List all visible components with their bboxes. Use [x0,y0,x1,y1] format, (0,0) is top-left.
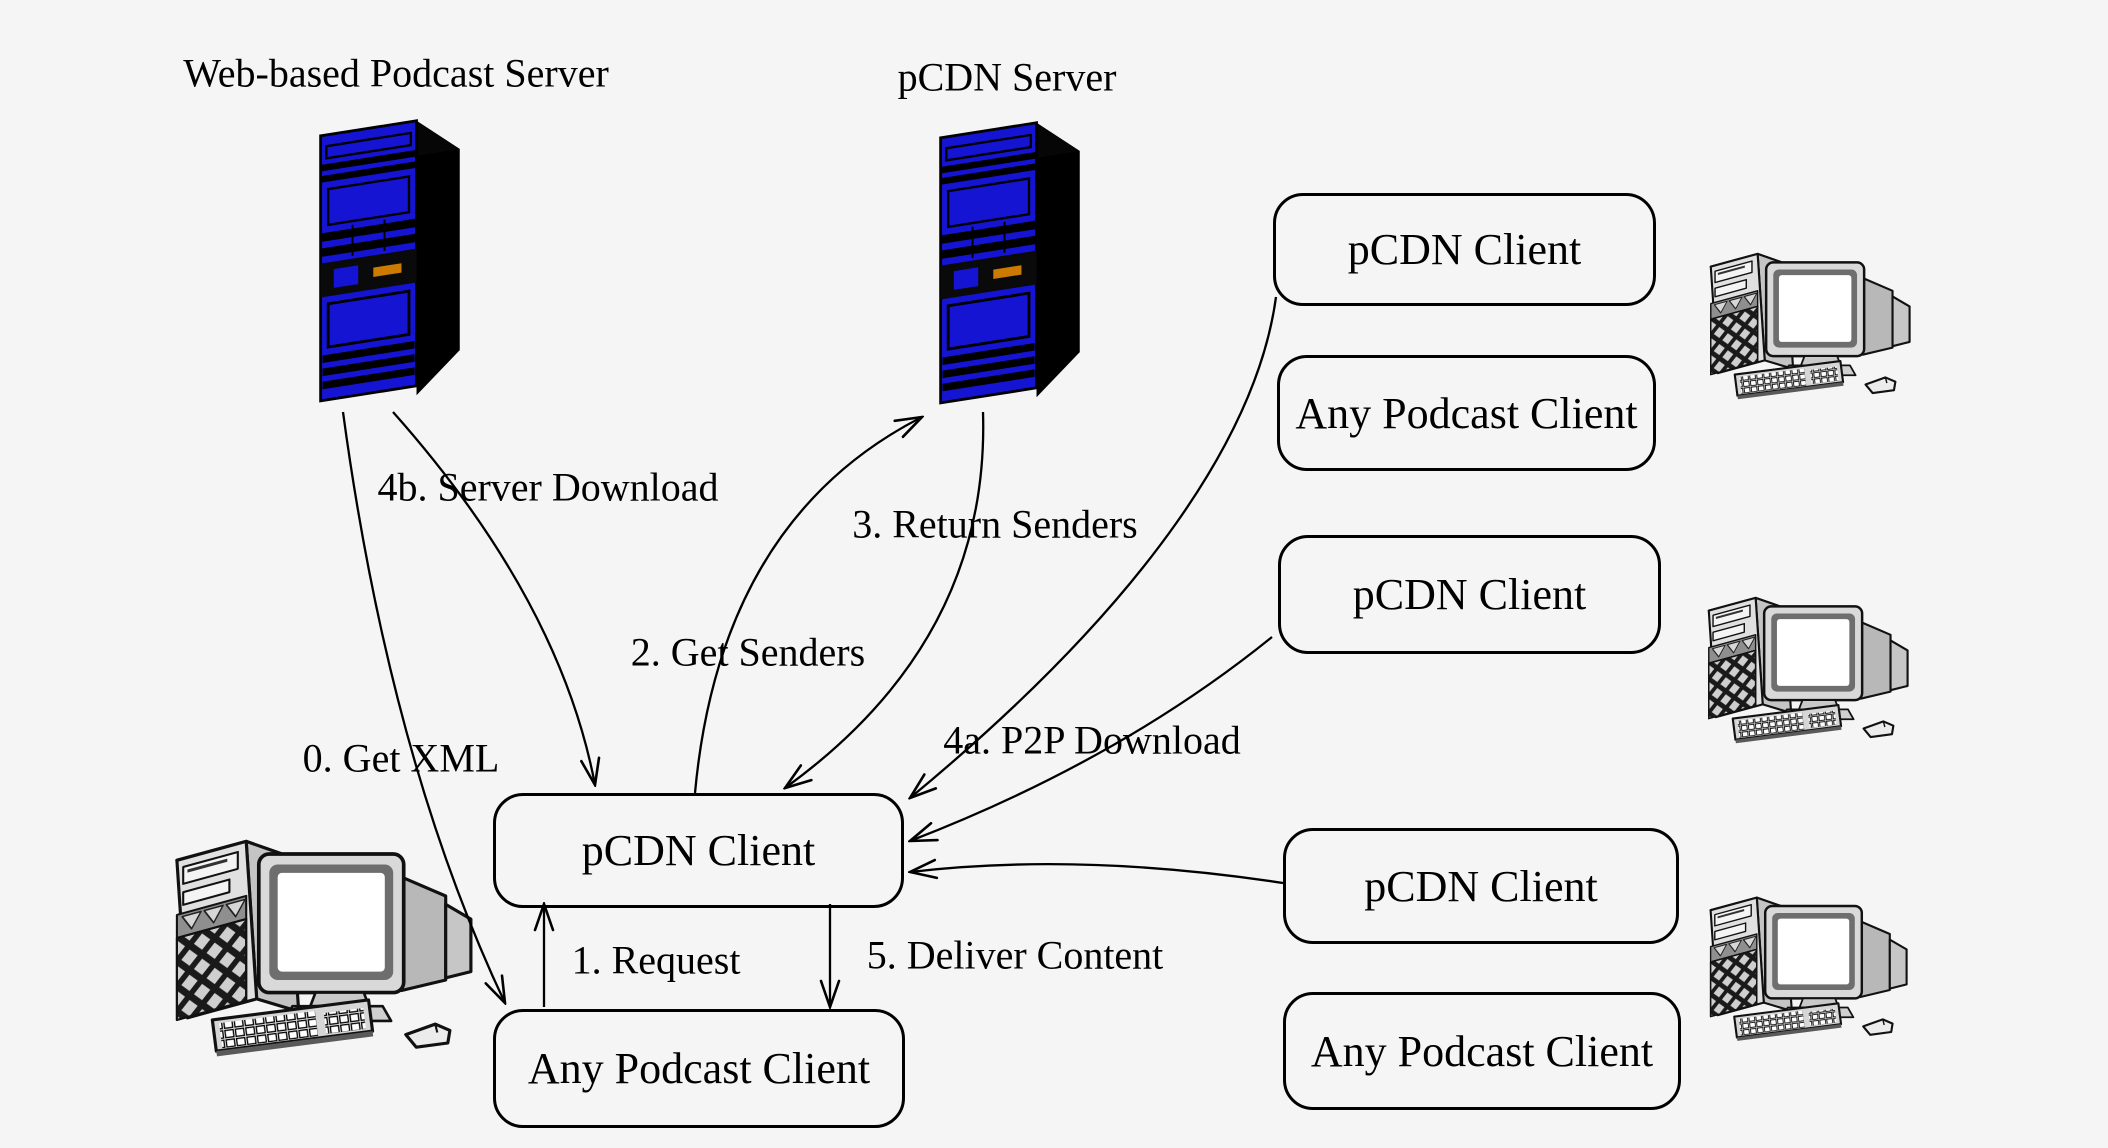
pcdn-client-box-right-middle: pCDN Client [1278,535,1661,654]
arrow-step4a-p2p-from-middle-client [910,636,1273,841]
label-step4b-server-download: 4b. Server Download [377,464,719,510]
arrow-step4a-p2p-from-top-client [910,296,1278,798]
arrow-step4a-p2p-from-bottom-client [910,864,1284,885]
any-podcast-client-box-center: Any Podcast Client [493,1009,905,1128]
desktop-computer-icon [1707,596,1909,745]
desktop-computer-icon [175,839,473,1059]
any-podcast-client-box-right-bottom: Any Podcast Client [1283,992,1681,1110]
arrow-step2-get-senders [693,417,922,794]
pcdn-client-box-right-bottom: pCDN Client [1283,828,1679,944]
label-step0-get-xml: 0. Get XML [302,735,500,781]
label-step1-request: 1. Request [571,937,741,983]
web-podcast-server-title: Web-based Podcast Server [183,50,609,96]
pcdn-server-title: pCDN Server [897,54,1117,100]
web-podcast-server-icon [319,119,462,403]
pcdn-client-box-center: pCDN Client [493,793,904,908]
arrow-step0-get-xml [341,411,505,1003]
any-podcast-client-box-right-top: Any Podcast Client [1277,355,1656,471]
desktop-computer-icon [1709,896,1908,1043]
arrow-step4b-server-download [392,411,595,785]
label-step3-return-senders: 3. Return Senders [852,501,1138,547]
label-step5-deliver-content: 5. Deliver Content [866,932,1164,978]
arrow-step3-return-senders [785,411,985,788]
desktop-computer-icon [1709,252,1911,401]
pcdn-server-icon [939,121,1082,405]
pcdn-client-box-right-top: pCDN Client [1273,193,1656,306]
label-step2-get-senders: 2. Get Senders [630,629,866,675]
label-step4a-p2p-download: 4a. P2P Download [943,717,1241,763]
